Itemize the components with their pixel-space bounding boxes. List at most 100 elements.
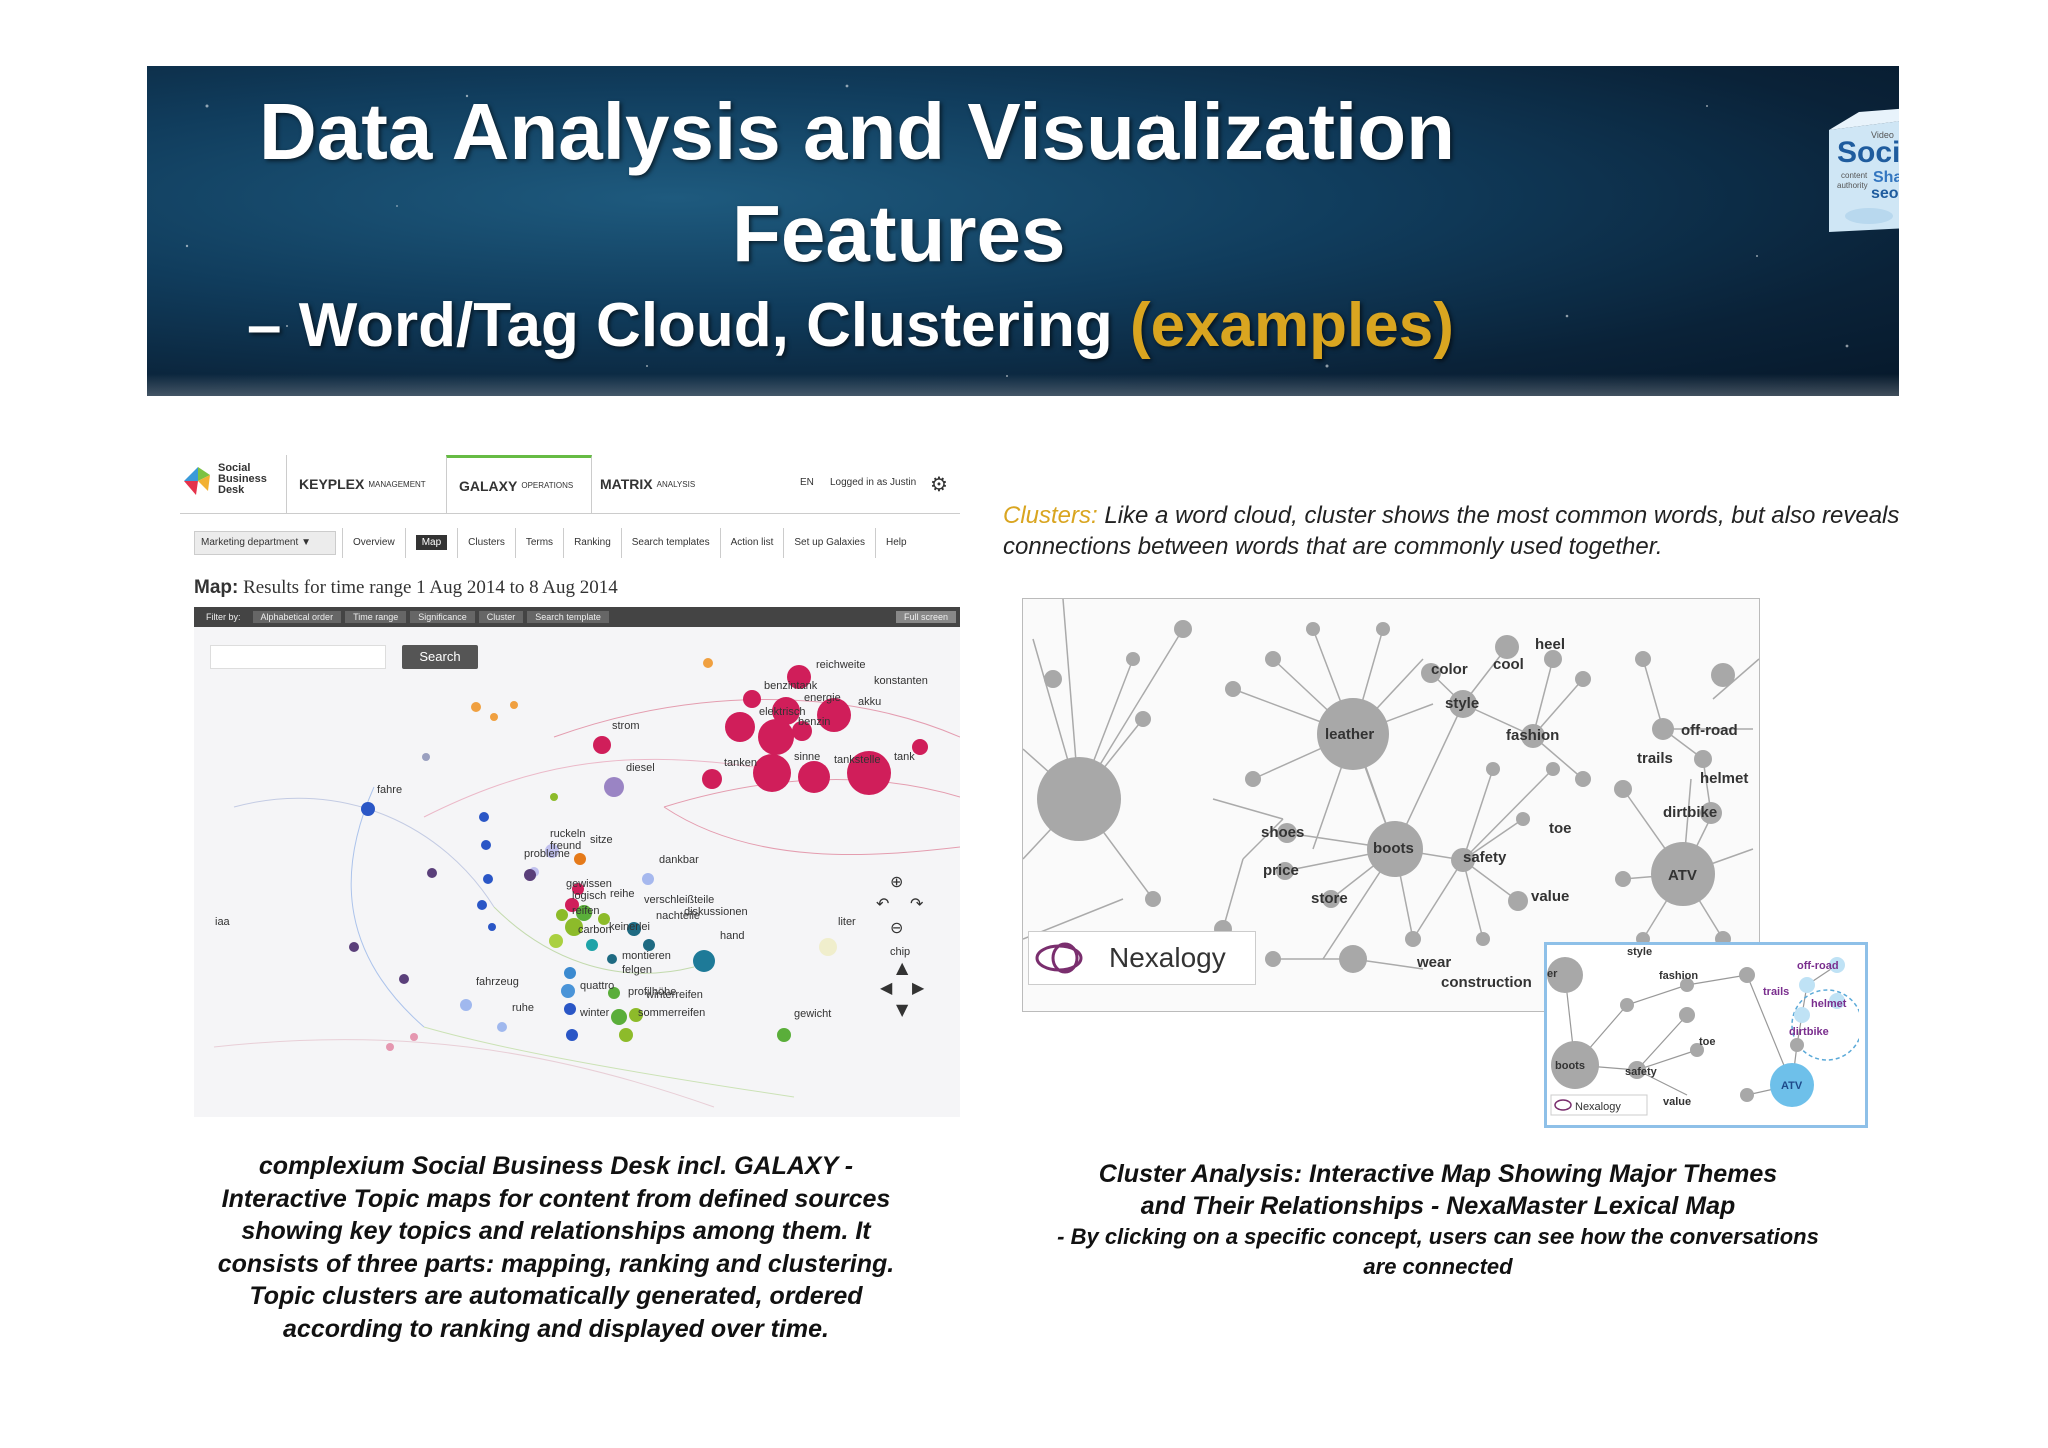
net-word[interactable]: construction [1441, 974, 1532, 991]
net-word[interactable]: value [1531, 888, 1569, 905]
network-zoom-inset[interactable]: style fashion off-road trails helmet dir… [1544, 942, 1868, 1128]
tab-search-templates[interactable]: Search templates [620, 528, 720, 558]
net-word[interactable]: shoes [1261, 824, 1304, 841]
filter-cluster[interactable]: Cluster [478, 611, 524, 623]
net-word[interactable]: off-road [1681, 722, 1738, 739]
map-word[interactable]: sinne [794, 751, 820, 763]
net-word[interactable]: ATV [1668, 867, 1697, 884]
net-word[interactable]: fashion [1506, 727, 1559, 744]
redo-icon[interactable]: ↷ [910, 894, 924, 913]
tab-set-up-galaxies[interactable]: Set up Galaxies [783, 528, 875, 558]
map-word[interactable]: nachteile [656, 910, 700, 922]
net-word[interactable]: leather [1325, 726, 1374, 743]
net-word[interactable]: store [1311, 890, 1348, 907]
map-word[interactable]: winter [579, 1007, 610, 1019]
inset-graph[interactable]: style fashion off-road trails helmet dir… [1547, 945, 1863, 1119]
map-word[interactable]: sitze [590, 834, 613, 846]
map-word[interactable]: diskussionen [684, 906, 748, 918]
map-word[interactable]: fahrzeug [476, 976, 519, 988]
map-word[interactable]: winterreifen [645, 989, 703, 1001]
map-word[interactable]: profilhöhe [628, 986, 676, 998]
tab-clusters[interactable]: Clusters [457, 528, 515, 558]
tab-overview[interactable]: Overview [342, 528, 405, 558]
net-word[interactable]: cool [1493, 656, 1524, 673]
tab-terms[interactable]: Terms [514, 528, 563, 558]
map-word[interactable]: tank [894, 751, 915, 763]
tab-ranking[interactable]: Ranking [563, 528, 621, 558]
map-word[interactable]: fahre [377, 784, 402, 796]
inset-word[interactable]: fashion [1659, 970, 1698, 982]
net-word[interactable]: helmet [1700, 770, 1748, 787]
pan-right-icon[interactable]: ▶ [912, 978, 925, 997]
net-word[interactable]: dirtbike [1663, 804, 1717, 821]
map-word[interactable]: iaa [215, 916, 231, 928]
inset-word[interactable]: toe [1699, 1036, 1716, 1048]
inset-word[interactable]: off-road [1797, 960, 1839, 972]
search-button[interactable]: Search [402, 645, 478, 669]
inset-word[interactable]: dirtbike [1789, 1026, 1829, 1038]
map-word[interactable]: sommerreifen [638, 1007, 705, 1019]
map-word[interactable]: elektrisch [759, 706, 805, 718]
map-word[interactable]: ruhe [512, 1002, 534, 1014]
tab-action-list[interactable]: Action list [719, 528, 784, 558]
inset-word[interactable]: trails [1763, 986, 1789, 998]
tab-map[interactable]: Map [404, 528, 457, 558]
inset-word[interactable]: safety [1625, 1066, 1658, 1078]
map-word[interactable]: verschleißteile [644, 894, 714, 906]
map-word[interactable]: chip [890, 946, 910, 958]
topic-map-canvas[interactable]: reichweite konstanten benzintank energie… [194, 627, 960, 1117]
pan-up-icon[interactable]: ▲ [896, 958, 909, 977]
map-word[interactable]: quattro [580, 980, 614, 992]
zoom-in-icon[interactable]: ⊕ [890, 872, 903, 891]
map-word[interactable]: hand [720, 930, 744, 942]
filter-search-template[interactable]: Search template [527, 611, 609, 623]
login-status[interactable]: Logged in as Justin [830, 477, 917, 488]
pan-down-icon[interactable]: ▼ [896, 1000, 909, 1019]
language-selector[interactable]: EN [800, 477, 814, 488]
net-word[interactable]: heel [1535, 636, 1565, 653]
map-word[interactable]: freund [550, 840, 581, 852]
map-word[interactable]: akku [858, 696, 881, 708]
net-word[interactable]: style [1445, 695, 1479, 712]
map-word[interactable]: felgen [622, 964, 652, 976]
map-word[interactable]: energie [804, 692, 841, 704]
inset-word[interactable]: value [1663, 1096, 1691, 1108]
zoom-out-icon[interactable]: ⊖ [890, 918, 903, 937]
map-word[interactable]: carbon [578, 924, 612, 936]
inset-word[interactable]: er [1547, 968, 1558, 980]
inset-word[interactable]: ATV [1781, 1080, 1803, 1092]
map-word[interactable]: benzintank [764, 680, 818, 692]
map-word[interactable]: diesel [626, 762, 655, 774]
full-screen-button[interactable]: Full screen [895, 611, 956, 623]
undo-icon[interactable]: ↶ [876, 894, 889, 913]
net-word[interactable]: trails [1637, 750, 1673, 767]
map-word[interactable]: gewissen [566, 878, 612, 890]
inset-word[interactable]: helmet [1811, 998, 1847, 1010]
network-graph[interactable]: heel color cool style leather fashion of… [1023, 599, 1759, 1011]
net-word[interactable]: safety [1463, 849, 1507, 866]
department-dropdown[interactable]: Marketing department ▼ [194, 531, 336, 555]
tab-help[interactable]: Help [875, 528, 917, 558]
map-word[interactable]: konstanten [874, 675, 928, 687]
net-word[interactable]: wear [1416, 954, 1451, 971]
net-word[interactable]: toe [1549, 820, 1572, 837]
map-search-input[interactable] [210, 645, 386, 669]
map-word[interactable]: montieren [622, 950, 671, 962]
filter-significance[interactable]: Significance [410, 611, 475, 623]
map-word[interactable]: benzin [798, 716, 830, 728]
map-word[interactable]: probleme [524, 848, 570, 860]
inset-word[interactable]: boots [1555, 1060, 1585, 1072]
net-word[interactable]: color [1431, 661, 1468, 678]
map-word[interactable]: gewicht [794, 1008, 831, 1020]
map-word[interactable]: ruckeln [550, 828, 585, 840]
map-word[interactable]: logisch [572, 890, 606, 902]
map-word[interactable]: tankstelle [834, 754, 880, 766]
map-word[interactable]: liter [838, 916, 856, 928]
net-word[interactable]: boots [1373, 840, 1414, 857]
gear-icon[interactable]: ⚙ [930, 474, 948, 496]
map-word[interactable]: strom [612, 720, 640, 732]
map-word[interactable]: reichweite [816, 659, 866, 671]
